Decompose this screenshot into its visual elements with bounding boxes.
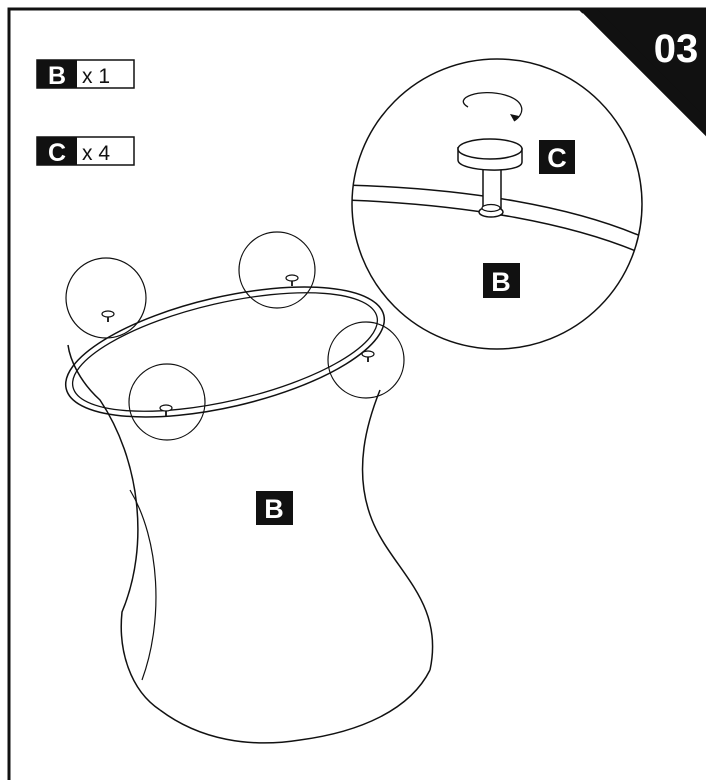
detail-label-c: C [547, 143, 567, 173]
part-quantity-c: x 4 [82, 142, 110, 165]
detail-label-box-c [539, 140, 575, 174]
page-border [7, 7, 706, 780]
detail-tabletop-edge [352, 184, 642, 263]
tabletop-rim [64, 286, 386, 418]
callout-circle-front [128, 363, 206, 441]
knob-position-callouts [65, 231, 405, 441]
detail-magnifier: C B [351, 58, 643, 350]
detail-label-box-b [483, 263, 520, 298]
main-label-b: B [264, 494, 284, 524]
small-knob-back-left [101, 310, 115, 322]
small-knob-back-center [285, 274, 299, 286]
part-count-c: C x 4 [36, 136, 135, 167]
small-knob-right [361, 350, 375, 362]
small-knob-front [159, 404, 173, 416]
table-body-b [67, 344, 434, 744]
small-knobs [101, 274, 375, 416]
main-label-box-b [256, 491, 293, 525]
part-letter-box-c [37, 137, 77, 165]
detail-label-b: B [491, 267, 511, 297]
callout-circle-back-center [238, 231, 316, 309]
callout-circle-back-left [65, 257, 147, 339]
knob-screw-c [457, 138, 523, 218]
step-number: 03 [654, 27, 699, 71]
part-count-b: B x 1 [36, 59, 135, 90]
part-letter-c: C [48, 139, 66, 167]
rotate-arrow-icon [462, 92, 523, 122]
step-corner: 03 [578, 9, 706, 140]
part-quantity-b: x 1 [82, 65, 110, 88]
part-letter-box-b [37, 60, 77, 88]
part-letter-b: B [48, 62, 66, 90]
callout-circle-right [327, 321, 405, 399]
